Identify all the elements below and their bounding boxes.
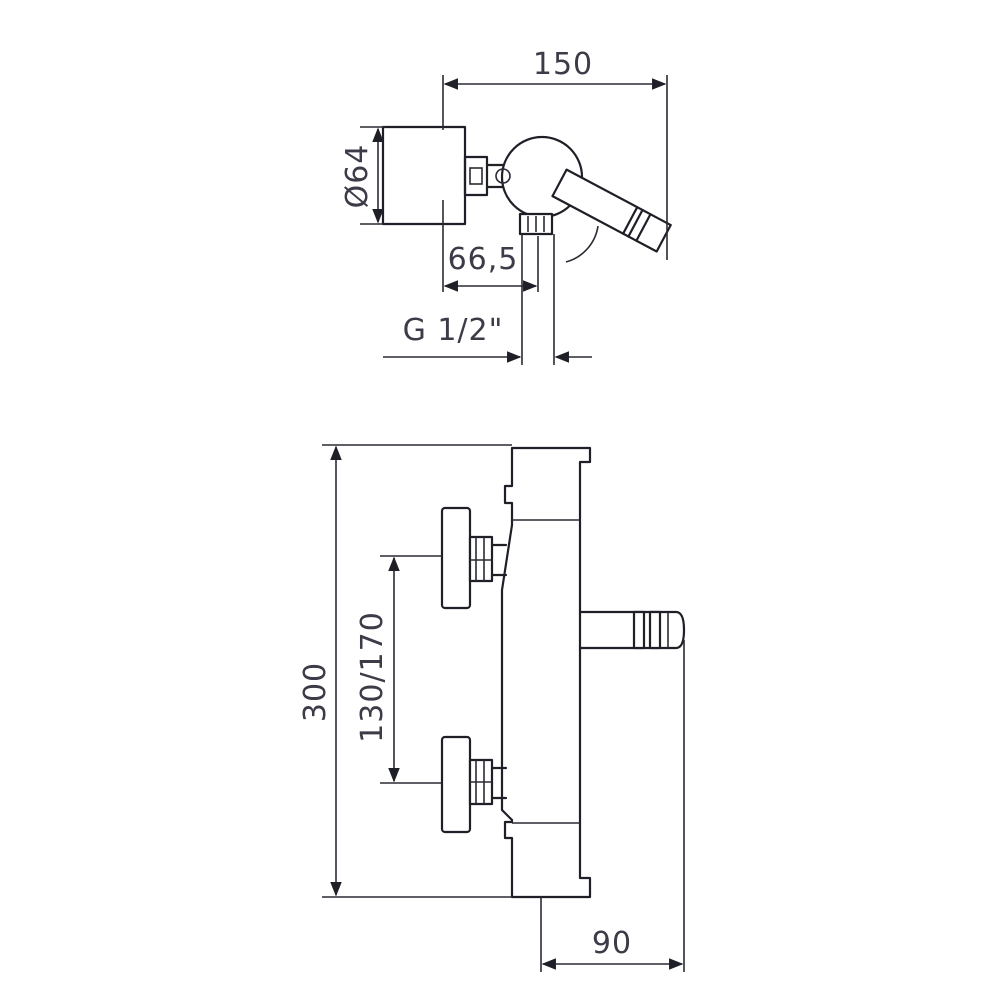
top-swivel-arc	[565, 225, 599, 263]
top-connector-nut-inner	[469, 167, 483, 185]
top-connector-nut	[463, 155, 489, 197]
top-body-hub	[495, 168, 511, 184]
dim-thread: G 1/2"	[403, 313, 504, 348]
front-main-body	[500, 446, 592, 899]
front-view: 300 130/170 90	[298, 444, 686, 972]
dim-inlet-spacing: 130/170	[355, 611, 390, 743]
top-angled-spout	[551, 168, 672, 253]
dim-axis-offset: 66,5	[448, 242, 519, 277]
dim-height: 300	[298, 662, 333, 722]
dim-body-diameter: Ø64	[340, 144, 375, 209]
dim-overall-width: 150	[533, 47, 593, 82]
front-spout	[578, 610, 686, 650]
front-upper-handle	[440, 506, 472, 610]
front-lower-handle	[440, 735, 472, 834]
top-view: 150 Ø64 66,5 G 1/2"	[340, 47, 672, 365]
dim-depth: 90	[592, 926, 632, 961]
top-wall-flange	[381, 125, 467, 226]
front-upper-nut	[468, 535, 494, 583]
